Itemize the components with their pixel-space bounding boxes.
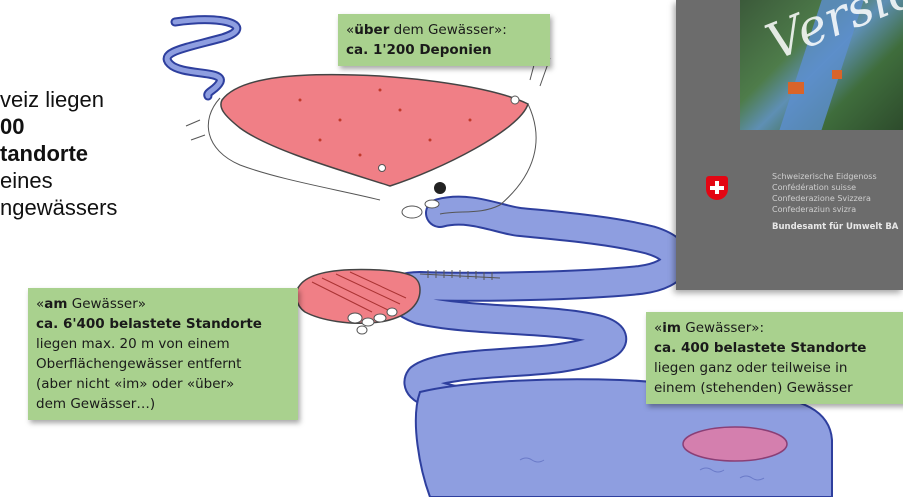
box-am-rest: Gewässer» bbox=[67, 296, 146, 312]
box-am-count: ca. 6'400 belastete Standorte bbox=[36, 316, 262, 332]
box-ueber-keyword: über bbox=[354, 22, 389, 38]
report-cover: Version Schweizerische Eidgenoss Confédé… bbox=[676, 0, 903, 290]
box-am: «am Gewässer» ca. 6'400 belastete Stando… bbox=[28, 288, 298, 420]
box-im-keyword: im bbox=[662, 320, 681, 336]
box-ueber-count: ca. 1'200 Deponien bbox=[346, 42, 492, 58]
lake-deposit bbox=[683, 427, 787, 461]
box-am-desc-3: (aber nicht «im» oder «über» bbox=[36, 374, 290, 394]
box-im-count: ca. 400 belastete Standorte bbox=[654, 340, 866, 356]
cover-lang-fr: Confédération suisse bbox=[772, 182, 877, 193]
upper-river bbox=[167, 20, 237, 96]
cover-lang-rm: Confederaziun svizra bbox=[772, 204, 877, 215]
box-am-desc-2: Oberflächengewässer entfernt bbox=[36, 354, 290, 374]
box-im-desc-2: einem (stehenden) Gewässer bbox=[654, 378, 898, 398]
swiss-crest-icon bbox=[706, 176, 728, 200]
box-am-title: «am Gewässer» bbox=[36, 294, 290, 314]
cover-lang-de: Schweizerische Eidgenoss bbox=[772, 171, 877, 182]
box-am-desc-4: dem Gewässer…) bbox=[36, 394, 290, 414]
box-ueber-rest: dem Gewässer»: bbox=[389, 22, 506, 38]
box-am-desc-1: liegen max. 20 m von einem bbox=[36, 334, 290, 354]
box-ueber: «über dem Gewässer»: ca. 1'200 Deponien bbox=[338, 14, 550, 66]
box-im-title: «im Gewässer»: bbox=[654, 318, 898, 338]
box-im-rest: Gewässer»: bbox=[681, 320, 764, 336]
box-am-keyword: am bbox=[44, 296, 67, 312]
cover-office: Bundesamt für Umwelt BA bbox=[772, 222, 898, 232]
cover-lang-it: Confederazione Svizzera bbox=[772, 193, 877, 204]
box-ueber-title: «über dem Gewässer»: bbox=[346, 20, 542, 40]
cover-languages: Schweizerische Eidgenoss Confédération s… bbox=[772, 171, 877, 215]
box-im: «im Gewässer»: ca. 400 belastete Standor… bbox=[646, 312, 903, 404]
box-im-desc-1: liegen ganz oder teilweise in bbox=[654, 358, 898, 378]
upper-deposit bbox=[221, 75, 528, 186]
